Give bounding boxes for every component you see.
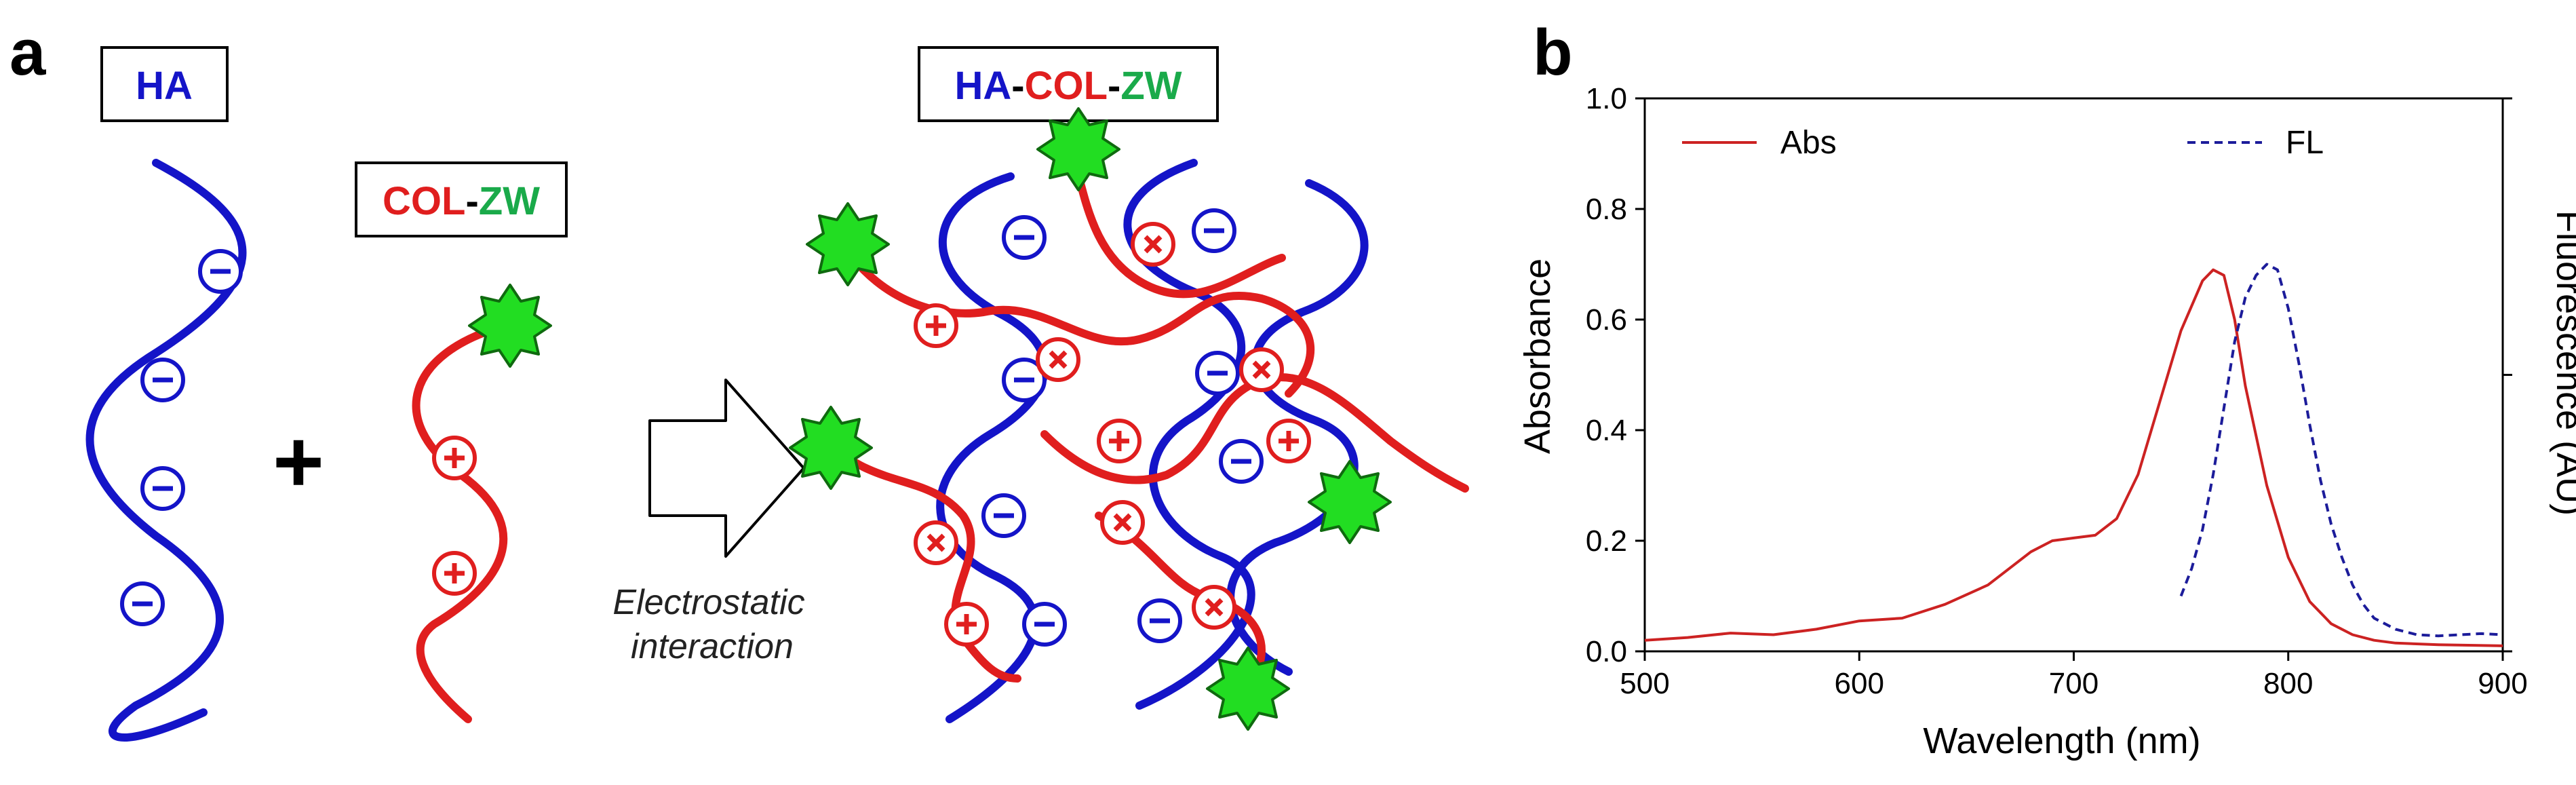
panel-b-label: b <box>1533 16 1573 89</box>
plot-frame <box>1643 97 2504 653</box>
ha-label: HA <box>954 64 1011 108</box>
dash: - <box>1011 64 1024 108</box>
negative-charge-icon <box>122 583 163 624</box>
positive-charge-icon <box>1268 421 1309 461</box>
x-tick-label: 600 <box>1835 667 1884 700</box>
series-line-abs <box>1644 268 2503 647</box>
x-tick-label: 700 <box>2049 667 2099 700</box>
negative-charge-icon <box>1024 604 1065 645</box>
negative-charge-icon <box>200 251 241 292</box>
ha-label: HA <box>136 64 193 108</box>
y2-axis-label: Fluorescence (AU) <box>2549 210 2576 516</box>
y-tick-label: 0.4 <box>1586 414 1627 447</box>
y-tick-label: 0.2 <box>1586 524 1627 558</box>
positive-charge-icon <box>946 604 987 645</box>
negative-charge-icon <box>1004 217 1045 258</box>
y-tick-label: 0.6 <box>1586 303 1627 337</box>
negative-charge-icon <box>1221 441 1262 482</box>
positive-charge-icon <box>434 438 475 478</box>
negative-charge-icon <box>1194 210 1234 251</box>
arrow-caption-line1: Electrostatic <box>612 583 804 622</box>
negative-charge-icon <box>983 495 1024 536</box>
x-tick-label: 800 <box>2263 667 2313 700</box>
legend-label-fl: FL <box>2286 125 2324 161</box>
positive-charge-icon <box>1099 421 1139 461</box>
ha-label-box: HA <box>100 46 229 122</box>
negative-charge-icon <box>142 468 183 509</box>
complex-label-box: HA-COL-ZW <box>918 46 1219 122</box>
reaction-arrow-icon <box>648 379 805 558</box>
positive-charge-icon <box>434 553 475 594</box>
positive-charge-icon <box>916 305 956 346</box>
negative-charge-icon <box>1139 600 1180 641</box>
zwitterion-charge-icon <box>1194 587 1234 628</box>
chart-axes: 500 600 700 800 900 0.0 0.2 0.4 0.6 0.8 1.0 <box>1586 82 2528 700</box>
zw-star-icon <box>1308 460 1392 544</box>
dash: - <box>1108 64 1120 108</box>
panel-b: b Absorbance Fluorescence (AU) Wavelengt… <box>1517 16 2576 761</box>
zwitterion-charge-icon <box>1102 502 1143 543</box>
series-line-fl <box>2179 263 2503 638</box>
y-axis-label: Absorbance <box>1517 259 1558 454</box>
panel-a-label: a <box>9 16 46 89</box>
plus-sign: + <box>273 412 324 511</box>
y-tick-label: 0.8 <box>1586 193 1627 226</box>
zw-star-icon <box>468 284 552 368</box>
zw-star-icon <box>806 202 890 286</box>
chart-legend: Abs FL <box>1682 125 2324 161</box>
panel-a: a HA + COL-ZW Electrostatic interaction <box>9 16 1469 742</box>
col-label: COL <box>383 179 465 223</box>
arrow-caption-line2: interaction <box>631 627 794 666</box>
x-tick-label: 500 <box>1620 667 1669 700</box>
y-tick-label: 0.0 <box>1586 635 1627 668</box>
x-tick-label: 900 <box>2478 667 2527 700</box>
negative-charge-icon <box>142 360 183 400</box>
zw-star-icon <box>1036 107 1120 191</box>
x-axis-label: Wavelength (nm) <box>1923 721 2200 761</box>
zw-label: ZW <box>1120 64 1182 108</box>
chart-series <box>1644 263 2503 647</box>
col-zw-label-box: COL-ZW <box>355 161 568 237</box>
zw-label: ZW <box>479 179 540 223</box>
negative-charge-icon <box>1197 353 1238 394</box>
col-chain <box>412 322 509 723</box>
legend-label-abs: Abs <box>1780 125 1837 161</box>
col-label: COL <box>1025 64 1108 108</box>
zw-star-icon <box>789 406 873 490</box>
zwitterion-charge-icon <box>1038 339 1078 380</box>
complex-label: HA-COL-ZW <box>954 64 1182 108</box>
zwitterion-charge-icon <box>1241 349 1282 390</box>
zwitterion-charge-icon <box>916 522 956 563</box>
col-zw-label: COL-ZW <box>383 179 540 223</box>
zw-star-icon <box>1206 647 1290 731</box>
zwitterion-charge-icon <box>1133 224 1173 265</box>
dash: - <box>465 179 478 223</box>
y-tick-label: 1.0 <box>1586 82 1627 115</box>
